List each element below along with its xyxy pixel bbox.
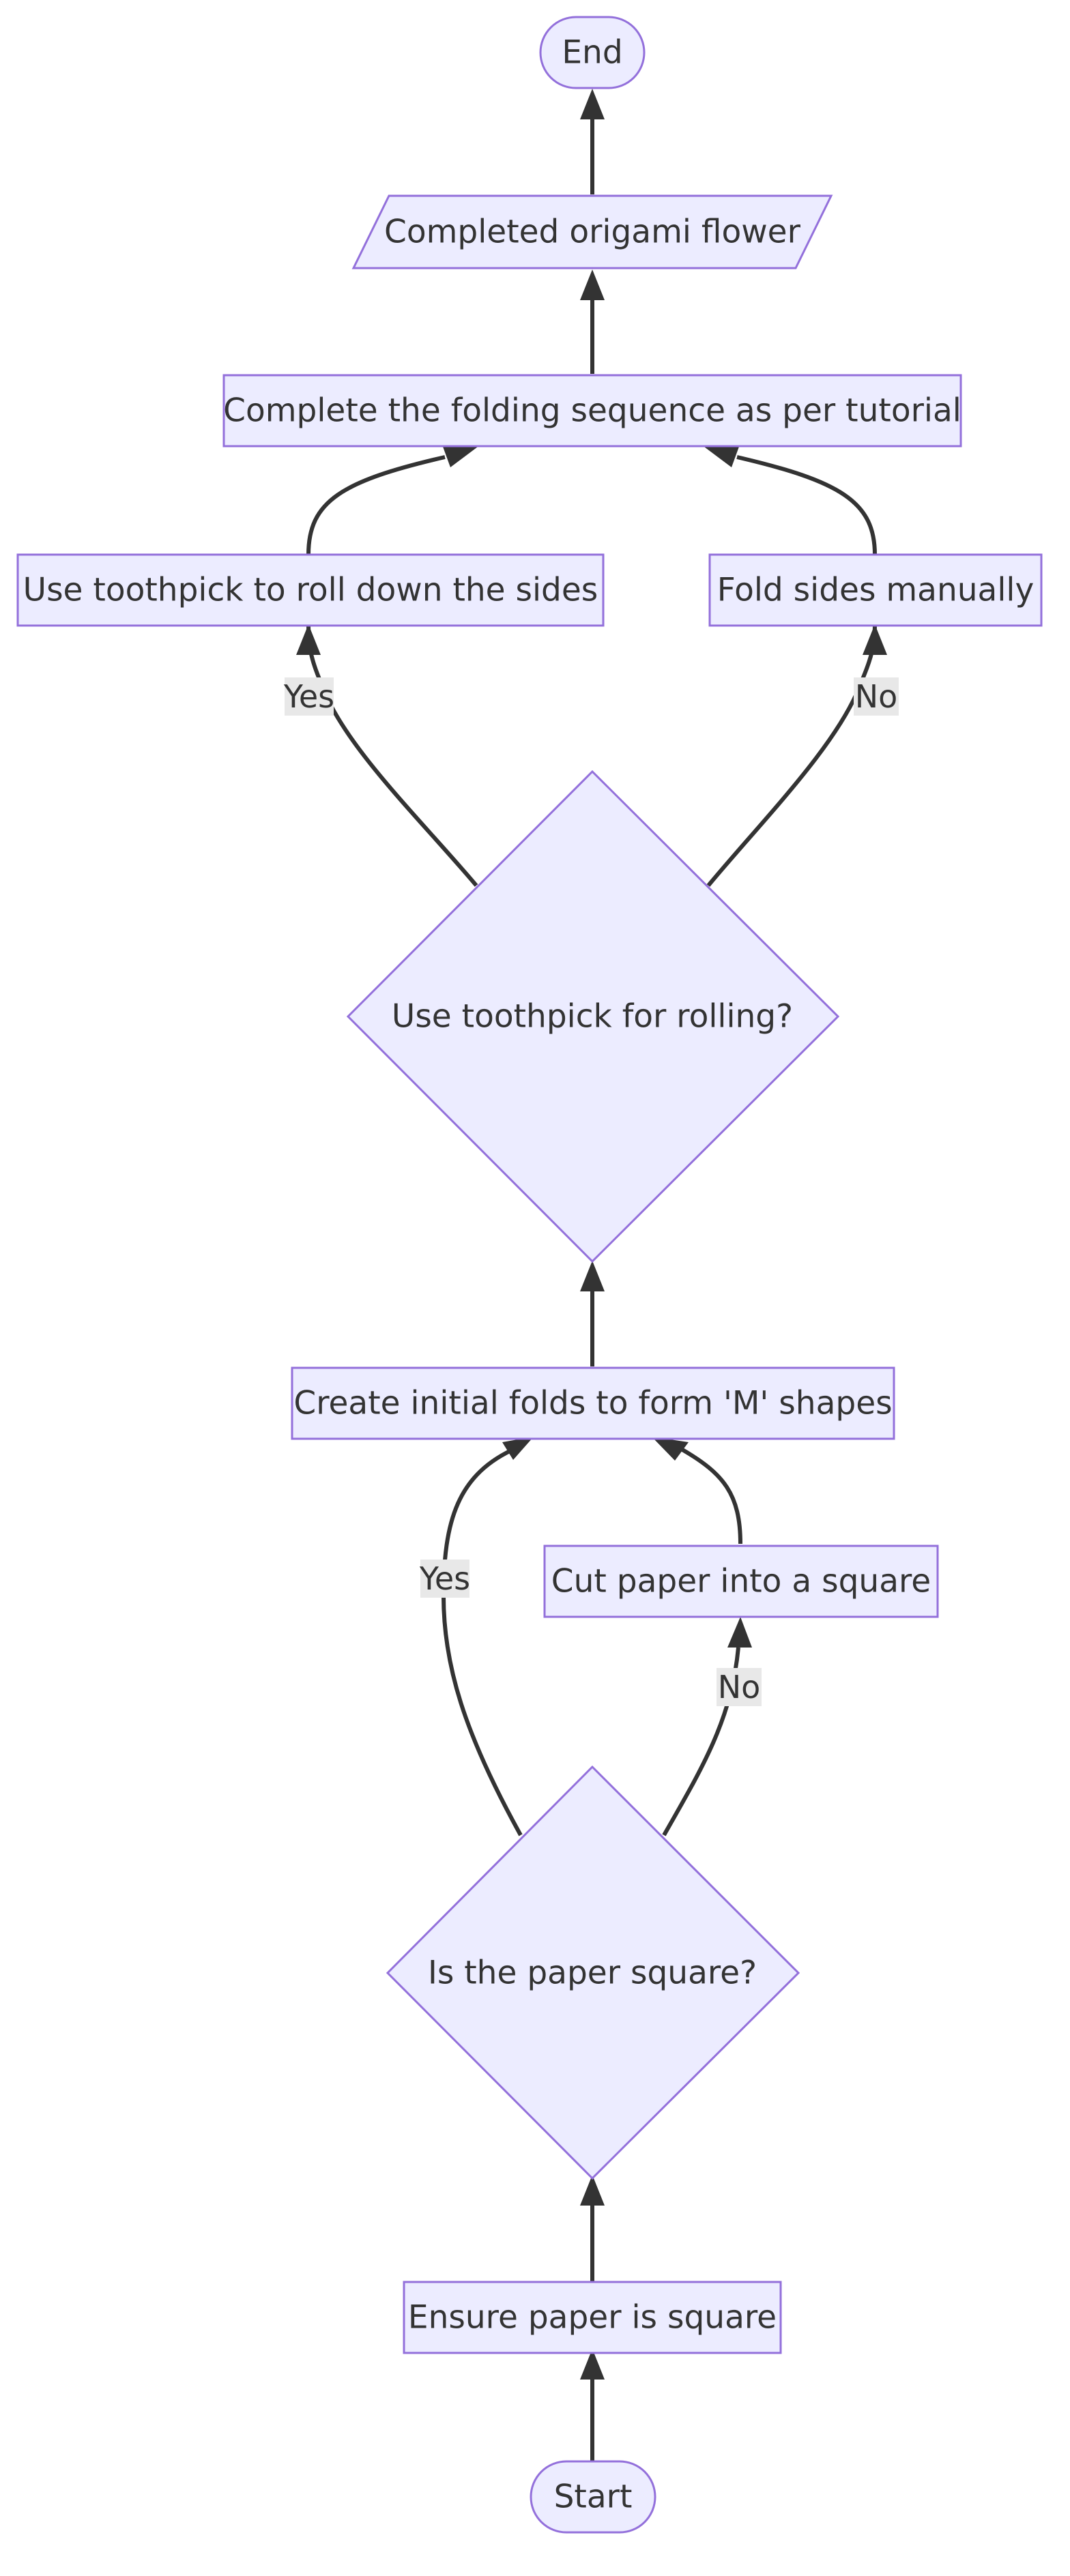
edge-toothpick-roll-to-complete — [306, 445, 478, 555]
arrowhead — [296, 624, 321, 655]
arrowhead — [727, 1617, 752, 1648]
arrowhead — [704, 445, 740, 467]
edge-fold-manual-to-complete — [704, 445, 877, 555]
arrowhead — [580, 2175, 605, 2206]
arrowhead — [580, 1261, 605, 1291]
arrowhead — [442, 445, 478, 467]
node-completed-flower-label: Completed origami flower — [384, 214, 801, 251]
node-complete-sequence-label: Complete the folding sequence as per tut… — [223, 392, 961, 430]
node-decision-toothpick-label: Use toothpick for rolling? — [392, 998, 793, 1036]
edge-label-text: Yes — [419, 1560, 470, 1597]
node-ensure-square-label: Ensure paper is square — [408, 2299, 777, 2337]
edge-label-text: No — [855, 678, 898, 715]
node-initial-folds-label: Create initial folds to form 'M' shapes — [293, 1385, 892, 1422]
arrowhead — [580, 89, 605, 119]
edge-initial-folds-to-decision-toothpick — [580, 1261, 605, 1366]
node-complete-sequence: Complete the folding sequence as per tut… — [222, 374, 962, 448]
node-end: End — [539, 16, 646, 89]
edges — [296, 89, 887, 2465]
edge-label-toothpick-no: No — [854, 677, 899, 716]
edge-square-no — [662, 1617, 752, 1836]
node-fold-manual: Fold sides manually — [708, 553, 1043, 627]
arrowhead — [863, 624, 887, 655]
node-toothpick-roll-label: Use toothpick to roll down the sides — [23, 572, 598, 609]
node-decision-square-label: Is the paper square? — [428, 1955, 757, 1992]
node-cut-square: Cut paper into a square — [543, 1545, 939, 1618]
edge-label-text: Yes — [283, 678, 334, 715]
edge-toothpick-yes — [296, 624, 478, 887]
node-decision-square: Is the paper square? — [386, 1765, 800, 2180]
edge-labels: Yes No Yes No — [283, 677, 899, 1706]
node-initial-folds: Create initial folds to form 'M' shapes — [291, 1366, 895, 1440]
arrowhead — [652, 1437, 689, 1461]
edge-ensure-to-decision-square — [580, 2175, 605, 2282]
node-start-label: Start — [554, 2478, 633, 2516]
node-cut-square-label: Cut paper into a square — [551, 1563, 931, 1600]
edge-label-square-yes: Yes — [419, 1560, 470, 1598]
arrowhead — [502, 1437, 534, 1460]
edge-toothpick-no — [706, 624, 887, 887]
edge-complete-to-flower — [580, 269, 605, 374]
edge-cut-to-initial-folds — [652, 1437, 742, 1545]
edge-square-yes — [441, 1437, 534, 1836]
arrowhead — [580, 269, 605, 300]
edge-start-to-ensure — [580, 2349, 605, 2465]
edge-label-toothpick-yes: Yes — [283, 677, 334, 716]
node-toothpick-roll: Use toothpick to roll down the sides — [16, 553, 605, 627]
node-fold-manual-label: Fold sides manually — [717, 572, 1035, 609]
node-end-label: End — [562, 34, 622, 72]
node-ensure-square: Ensure paper is square — [403, 2281, 782, 2354]
edge-label-text: No — [718, 1669, 761, 1706]
edge-label-square-no: No — [717, 1668, 762, 1706]
node-completed-flower: Completed origami flower — [351, 194, 833, 269]
arrowhead — [580, 2349, 605, 2380]
nodes: End Completed origami flower Complete th… — [16, 16, 1043, 2534]
node-start: Start — [530, 2460, 656, 2534]
edge-flower-to-end — [580, 89, 605, 194]
node-decision-toothpick: Use toothpick for rolling? — [346, 770, 840, 1263]
